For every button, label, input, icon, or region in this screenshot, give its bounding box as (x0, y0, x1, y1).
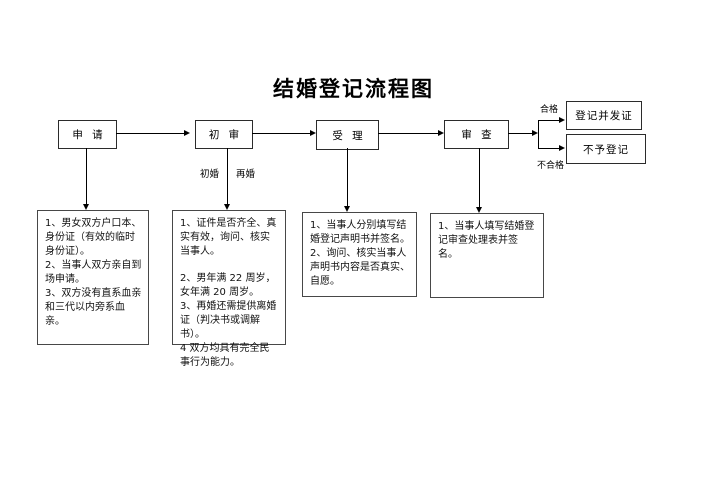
edge-label-first-marriage: 初婚 (200, 169, 220, 180)
flow-node-review-label: 审 查 (461, 129, 495, 141)
flow-node-initial-review: 初 审 (195, 120, 253, 149)
arrow-down-icon (476, 207, 482, 213)
branch-label-pass: 合格 (540, 105, 559, 115)
detail-item: 3、双方没有直系血亲和三代以内旁系血亲。 (45, 288, 142, 327)
arrow-right-icon (532, 130, 538, 136)
connector-review-to-detail (479, 148, 480, 207)
connector-branch-to-reject (538, 148, 559, 149)
detail-box-review: 1、当事人填写结婚登记审查处理表并签名。 (430, 213, 544, 298)
flow-node-accept-label: 受 理 (332, 129, 366, 142)
connector-initial-to-detail (227, 148, 228, 204)
edge-label-remarriage: 再婚 (235, 169, 255, 180)
connector-accept-to-detail (347, 148, 348, 206)
detail-item: 1、证件是否齐全、真实有效，询问、核实当事人。 (180, 218, 277, 257)
arrow-right-icon (559, 145, 565, 151)
arrow-right-icon (310, 130, 316, 136)
arrow-down-icon (83, 204, 89, 210)
detail-item: 4 双方均具有完全民事行为能力。 (180, 343, 270, 368)
page-title: 结婚登记流程图 (273, 77, 434, 101)
detail-item: 1、当事人分别填写结婚登记声明书并签名。 (310, 220, 410, 245)
flow-node-apply-label: 申 请 (72, 129, 106, 141)
detail-box-accept: 1、当事人分别填写结婚登记声明书并签名。 2、询问、核实当事人声明书内容是否真实、… (302, 212, 417, 297)
arrow-right-icon (184, 130, 190, 136)
detail-item: 2、男年满 22 周岁，女年满 20 周岁。 (180, 273, 276, 298)
connector-apply-to-initial (116, 133, 184, 134)
detail-item: 1、当事人填写结婚登记审查处理表并签名。 (438, 221, 535, 260)
outcome-node-reject: 不予登记 (566, 134, 646, 164)
outcome-node-reject-label: 不予登记 (583, 143, 629, 156)
arrow-right-icon (559, 117, 565, 123)
detail-box-apply: 1、男女双方户口本、身份证（有效的临时身份证）。 2、当事人双方亲自到场申请。 3、… (37, 210, 149, 345)
outcome-node-register: 登记并发证 (566, 101, 642, 130)
detail-item: 1、男女双方户口本、身份证（有效的临时身份证）。 (45, 218, 142, 257)
flow-node-apply: 申 请 (58, 120, 117, 149)
arrow-right-icon (438, 130, 444, 136)
detail-item: 2、当事人双方亲自到场申请。 (45, 260, 142, 285)
arrow-down-icon (224, 204, 230, 210)
connector-apply-to-detail (86, 148, 87, 204)
connector-review-to-branch (508, 133, 532, 134)
flow-node-accept: 受 理 (316, 120, 379, 150)
arrow-down-icon (344, 206, 350, 212)
connector-accept-to-review (378, 133, 438, 134)
edge-label-group: 初婚 再婚 (200, 166, 255, 180)
connector-branch-to-register (538, 120, 559, 121)
branch-label-fail: 不合格 (537, 161, 565, 171)
branch-line (538, 120, 539, 149)
detail-box-initial-review: 1、证件是否齐全、真实有效，询问、核实当事人。 2、男年满 22 周岁，女年满 2… (172, 210, 286, 368)
connector-initial-to-accept (252, 133, 310, 134)
detail-item: 2、询问、核实当事人声明书内容是否真实、自愿。 (310, 248, 410, 287)
flow-node-review: 审 查 (444, 120, 509, 149)
outcome-node-register-label: 登记并发证 (575, 110, 633, 122)
flow-node-initial-review-label: 初 审 (208, 129, 243, 141)
detail-item: 3、再婚还需提供离婚证（判决书或调解书）。 (180, 301, 277, 340)
